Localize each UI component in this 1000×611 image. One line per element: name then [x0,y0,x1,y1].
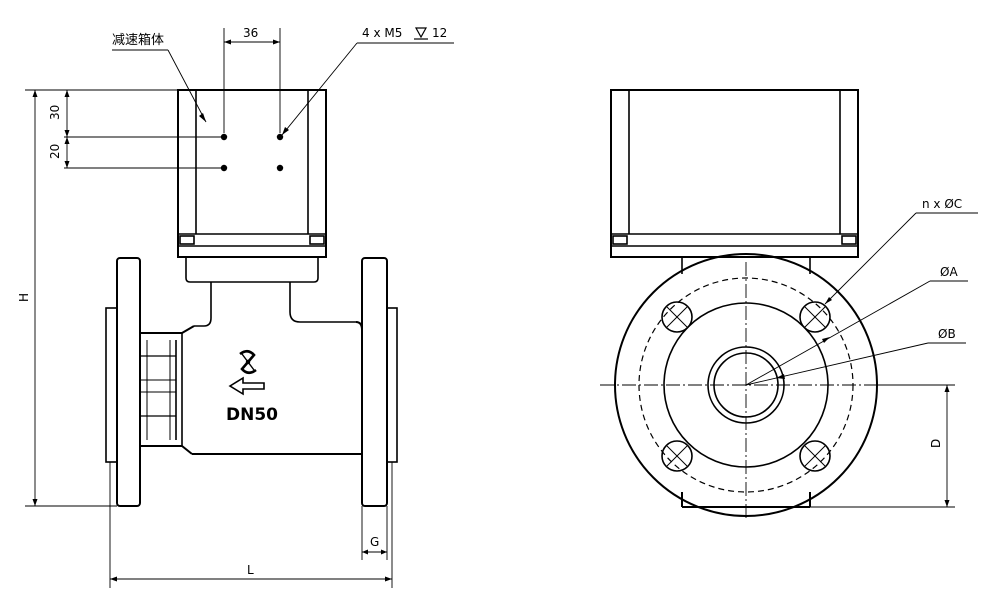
bolt-spacing-label: 36 [243,26,258,40]
gearbox-side [610,89,859,274]
front-view: DN50 减速箱体 36 4 x M5 12 30 20 [17,26,454,588]
tapped-hole [276,164,284,172]
side-view: n x ØC ØA ØB D [600,89,978,520]
flange-thickness-label: G [370,535,379,549]
bolt-hole [661,440,693,472]
tapped-hole [220,164,228,172]
bolt-holes [661,301,831,472]
bolt-hole [661,301,693,333]
gearbox-label: 减速箱体 [112,32,164,48]
vertical-spacing-top-label: 30 [48,105,62,120]
diameter-a-label: ØA [940,265,958,279]
depth-d-label: D [929,439,943,448]
bolt-hole [799,440,831,472]
tapped-holes-label: 4 x M5 [362,26,402,40]
body-marking: DN50 [226,405,278,425]
gearbox-housing [177,89,327,283]
left-flange [105,257,141,507]
height-label: H [17,293,31,302]
valve-body [140,321,363,455]
company-logo-icon [239,349,257,375]
depth-symbol-icon [414,27,428,40]
diameter-b-label: ØB [938,327,956,341]
tapped-depth-label: 12 [432,26,447,40]
bolt-hole [799,301,831,333]
length-label: L [247,563,254,577]
bolt-holes-label: n x ØC [922,197,962,211]
vertical-spacing-bottom-label: 20 [48,144,62,159]
valve-neck [194,282,356,327]
tapped-hole [220,133,228,141]
flow-direction-arrow-icon [228,376,265,396]
tapped-hole [276,133,284,141]
